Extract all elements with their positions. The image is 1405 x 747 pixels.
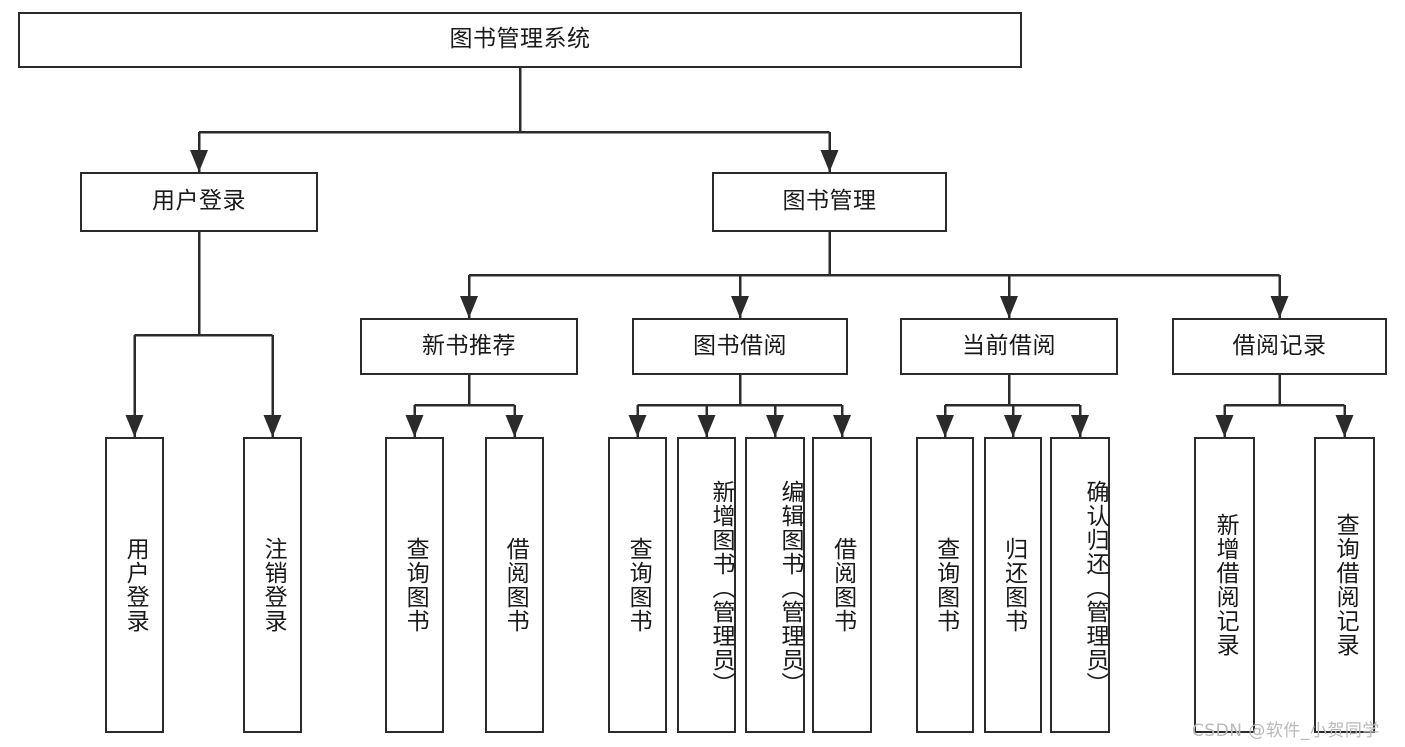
node-l-c-query[interactable]: 查询图书 [916, 437, 974, 733]
node-login[interactable]: 用户登录 [80, 172, 318, 232]
node-l-c-return[interactable]: 归还图书 [984, 437, 1042, 733]
node-l-b-borrow[interactable]: 借阅图书 [812, 437, 872, 733]
node-l-logout[interactable]: 注销登录 [243, 437, 302, 733]
node-l-c-confirm[interactable]: 确认归还（管理员） [1050, 437, 1110, 733]
node-current[interactable]: 当前借阅 [900, 318, 1118, 375]
node-borrow[interactable]: 图书借阅 [632, 318, 848, 375]
node-l-nb-query[interactable]: 查询图书 [385, 437, 444, 733]
node-record[interactable]: 借阅记录 [1172, 318, 1387, 375]
node-l-nb-borrow[interactable]: 借阅图书 [485, 437, 544, 733]
watermark-label: CSDN @软件_小贺同学 [1192, 721, 1380, 741]
node-bookmgmt[interactable]: 图书管理 [712, 172, 947, 232]
node-l-b-query[interactable]: 查询图书 [608, 437, 667, 733]
node-root[interactable]: 图书管理系统 [18, 12, 1022, 68]
node-newbook[interactable]: 新书推荐 [360, 318, 578, 375]
node-l-r-add[interactable]: 新增借阅记录 [1194, 437, 1255, 733]
node-l-b-edit[interactable]: 编辑图书（管理员） [745, 437, 805, 733]
node-l-b-add[interactable]: 新增图书（管理员） [677, 437, 736, 733]
node-l-r-query[interactable]: 查询借阅记录 [1314, 437, 1375, 733]
node-l-login[interactable]: 用户登录 [105, 437, 164, 733]
